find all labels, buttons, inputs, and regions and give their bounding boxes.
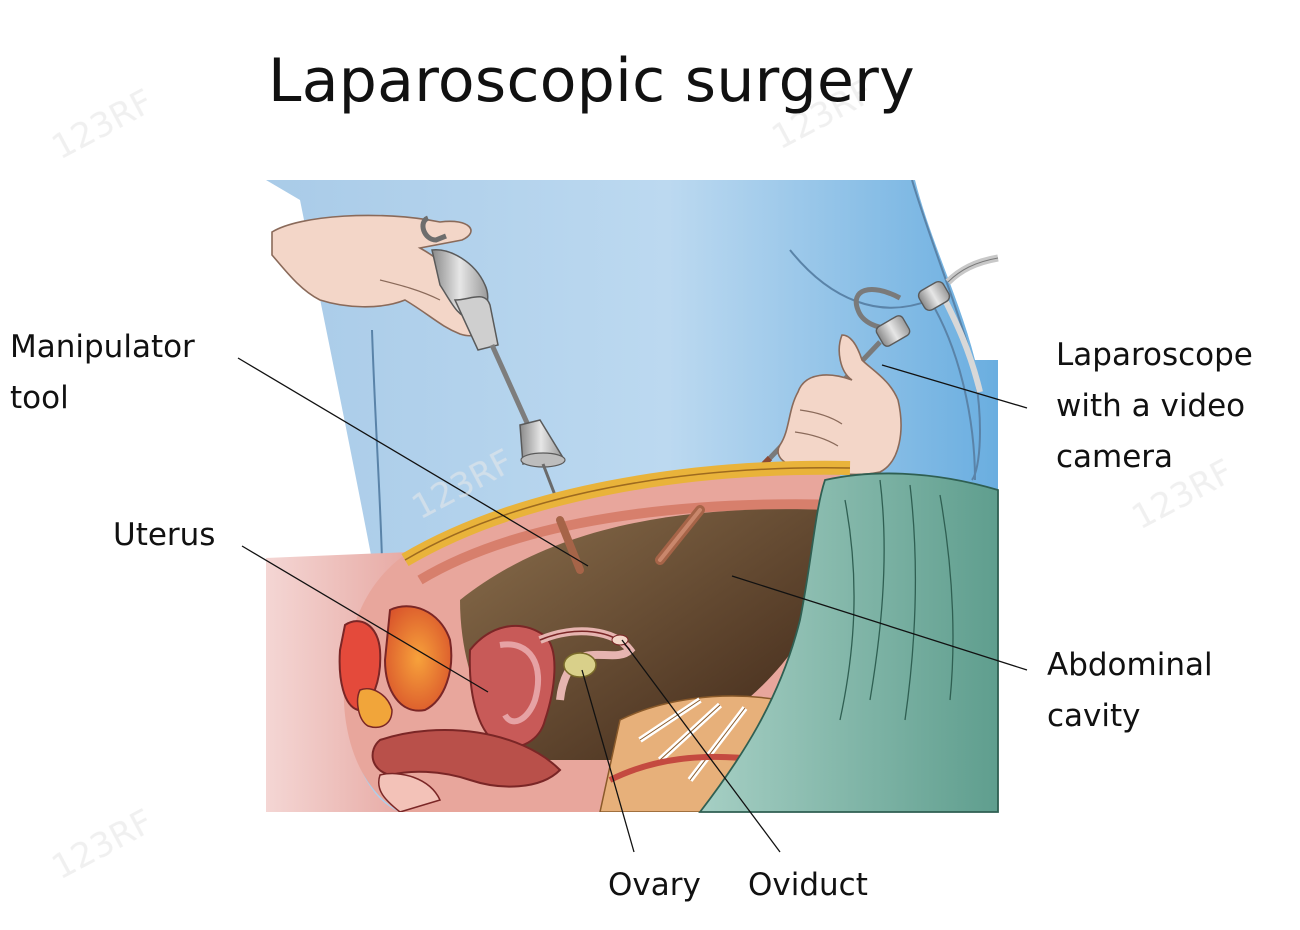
leader-manipulator [237, 357, 589, 567]
surgical-drape [698, 472, 999, 813]
label-abdominal-line2: cavity [1047, 698, 1141, 734]
label-ovary: Ovary [608, 867, 701, 903]
svg-text:123RF: 123RF [45, 82, 159, 168]
label-manipulator-tool: Manipulator tool [10, 322, 195, 424]
label-manipulator-line2: tool [10, 380, 69, 416]
svg-text:123RF: 123RF [45, 802, 159, 888]
label-abdominal-line1: Abdominal [1047, 647, 1213, 683]
patient-body [266, 460, 860, 812]
label-uterus: Uterus [113, 517, 216, 553]
label-laparoscope-line2: with a video [1056, 388, 1246, 424]
label-oviduct: Oviduct [748, 867, 868, 903]
leader-uterus [241, 545, 489, 693]
leader-oviduct [621, 639, 781, 853]
label-abdominal-cavity: Abdominal cavity [1047, 640, 1213, 742]
leader-ovary [581, 669, 635, 853]
leader-laparoscope [881, 364, 1028, 409]
label-laparoscope: Laparoscope with a video camera [1056, 330, 1253, 483]
label-manipulator-line1: Manipulator [10, 329, 195, 365]
leader-lines [237, 357, 1028, 853]
leader-abdominal [731, 575, 1028, 671]
diagram-title: Laparoscopic surgery [268, 46, 915, 116]
label-laparoscope-line1: Laparoscope [1056, 337, 1253, 373]
label-laparoscope-line3: camera [1056, 439, 1174, 475]
